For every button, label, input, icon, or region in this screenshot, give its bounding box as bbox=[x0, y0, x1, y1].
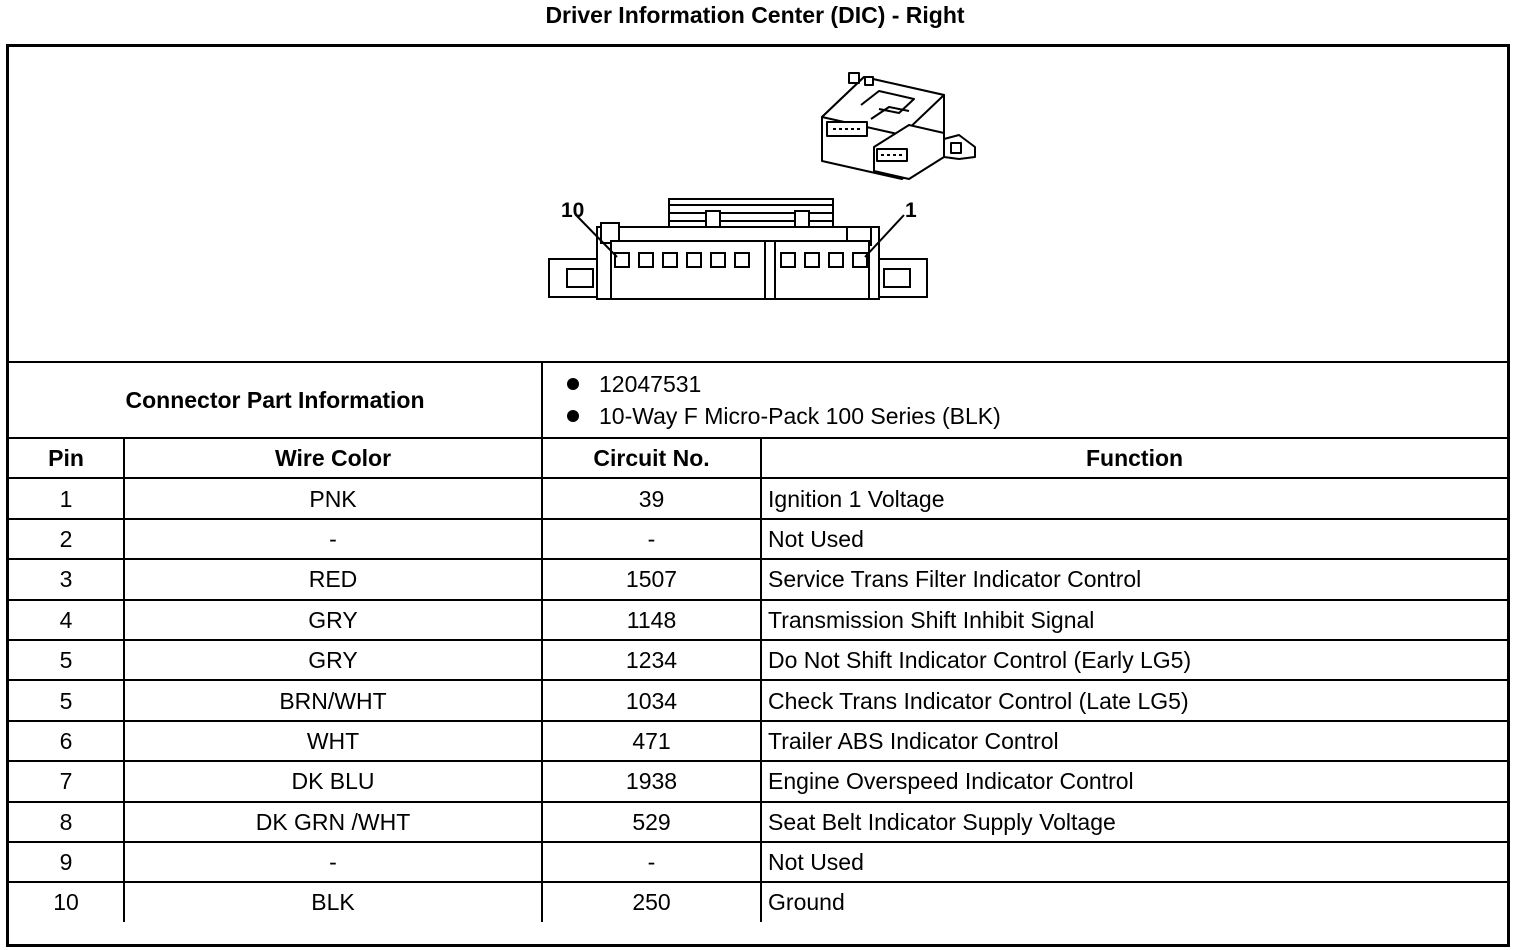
wire-color-cell: BLK bbox=[122, 881, 544, 922]
function-cell: Transmission Shift Inhibit Signal bbox=[760, 598, 1508, 641]
pin-cell: 2 bbox=[9, 517, 125, 561]
table-row: 2--Not Used bbox=[9, 517, 1508, 561]
circuit-cell: 1938 bbox=[541, 760, 763, 803]
pin-cell: 1 bbox=[9, 478, 125, 520]
part-number: 12047531 bbox=[565, 368, 1507, 400]
connector-part-info-row: Connector Part Information 12047531 10-W… bbox=[9, 363, 1508, 439]
column-header-wire-color: Wire Color bbox=[122, 436, 544, 480]
wire-color-cell: - bbox=[122, 840, 544, 884]
pin-cell: 8 bbox=[9, 800, 125, 843]
connector-description: 10-Way F Micro-Pack 100 Series (BLK) bbox=[565, 400, 1507, 432]
function-cell: Check Trans Indicator Control (Late LG5) bbox=[760, 679, 1508, 722]
function-cell: Not Used bbox=[760, 517, 1508, 561]
connector-face-icon bbox=[548, 198, 928, 300]
page-title: Driver Information Center (DIC) - Right bbox=[545, 2, 965, 28]
pin-cell: 6 bbox=[9, 719, 125, 763]
pin-label-1: 1 bbox=[905, 199, 917, 222]
wire-color-cell: - bbox=[122, 517, 544, 561]
function-cell: Seat Belt Indicator Supply Voltage bbox=[760, 800, 1508, 843]
pin-cell: 3 bbox=[9, 558, 125, 601]
circuit-cell: - bbox=[541, 517, 763, 561]
pin-label-10: 10 bbox=[561, 199, 584, 222]
function-cell: Ground bbox=[760, 881, 1508, 922]
pin-cell: 10 bbox=[9, 881, 125, 922]
function-cell: Ignition 1 Voltage bbox=[760, 478, 1508, 520]
pin-cell: 4 bbox=[9, 598, 125, 641]
connector-illustration: 10 1 bbox=[548, 72, 976, 300]
circuit-cell: 471 bbox=[541, 719, 763, 763]
connector-part-info-values: 12047531 10-Way F Micro-Pack 100 Series … bbox=[541, 363, 1508, 439]
circuit-cell: 1507 bbox=[541, 558, 763, 601]
pin-cell: 7 bbox=[9, 760, 125, 803]
function-cell: Engine Overspeed Indicator Control bbox=[760, 760, 1508, 803]
column-header-circuit: Circuit No. bbox=[541, 436, 763, 480]
circuit-cell: 39 bbox=[541, 478, 763, 520]
wire-color-cell: GRY bbox=[122, 598, 544, 641]
pin-cell: 5 bbox=[9, 679, 125, 722]
circuit-cell: 1148 bbox=[541, 598, 763, 641]
function-cell: Do Not Shift Indicator Control (Early LG… bbox=[760, 638, 1508, 682]
pin-cell: 5 bbox=[9, 638, 125, 682]
circuit-cell: 1234 bbox=[541, 638, 763, 682]
wire-color-cell: PNK bbox=[122, 478, 544, 520]
connector-diagram: 10 1 bbox=[9, 47, 1507, 363]
circuit-cell: - bbox=[541, 840, 763, 884]
connector-part-info-label: Connector Part Information bbox=[9, 363, 544, 439]
circuit-cell: 250 bbox=[541, 881, 763, 922]
table-row: 9--Not Used bbox=[9, 840, 1508, 884]
circuit-cell: 1034 bbox=[541, 679, 763, 722]
function-cell: Service Trans Filter Indicator Control bbox=[760, 558, 1508, 601]
wire-color-cell: WHT bbox=[122, 719, 544, 763]
column-header-pin: Pin bbox=[9, 436, 125, 480]
pin-leader-lines bbox=[575, 214, 905, 258]
connector-sheet: 10 1 Connector Part Information 12047531… bbox=[6, 44, 1510, 947]
wire-color-cell: DK BLU bbox=[122, 760, 544, 803]
table-header-row: Pin Wire Color Circuit No. Function bbox=[9, 436, 1508, 480]
wire-color-cell: BRN/WHT bbox=[122, 679, 544, 722]
function-cell: Trailer ABS Indicator Control bbox=[760, 719, 1508, 763]
pin-cell: 9 bbox=[9, 840, 125, 884]
wire-color-cell: RED bbox=[122, 558, 544, 601]
function-cell: Not Used bbox=[760, 840, 1508, 884]
column-header-function: Function bbox=[760, 436, 1508, 480]
wire-color-cell: GRY bbox=[122, 638, 544, 682]
wire-color-cell: DK GRN /WHT bbox=[122, 800, 544, 843]
circuit-cell: 529 bbox=[541, 800, 763, 843]
connector-3d-icon bbox=[821, 72, 976, 180]
pinout-table: Connector Part Information 12047531 10-W… bbox=[9, 363, 1508, 922]
